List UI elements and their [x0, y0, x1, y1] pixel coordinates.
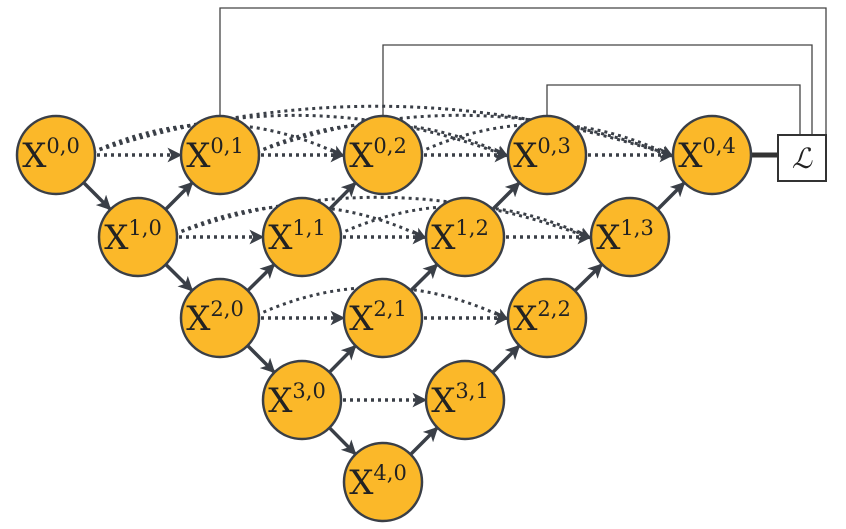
dense-skip-1-0-to-1-2 — [174, 204, 427, 240]
node-label: X0,4 — [678, 134, 736, 176]
node-circle — [261, 196, 343, 278]
deep-supervision-lines — [219, 7, 827, 135]
node-label: X0,3 — [513, 134, 571, 176]
nodes: X0,0X1,0X2,0X3,0X4,0 X0,1X1,1X2,1X3,1 X0,2… — [15, 114, 753, 523]
edge-2-1-to-1-2 — [408, 263, 439, 294]
dense-skip-0-2-to-0-4 — [419, 122, 674, 158]
node-x-0-3: X0,3 — [506, 114, 588, 196]
node-circle — [424, 359, 506, 441]
node-label: X4,0 — [349, 461, 407, 503]
node-label: X1,2 — [431, 216, 489, 258]
node-x-0-2: X0,2 — [342, 114, 424, 196]
dense-skip-0-0-to-0-2 — [92, 122, 345, 158]
node-label: X3,0 — [268, 379, 326, 421]
down-up-sampling-edges — [80, 179, 686, 458]
node-x-0-1: X0,1 — [179, 114, 261, 196]
edge-3-1-to-2-2 — [489, 344, 521, 376]
node-circle — [671, 114, 753, 196]
node-label: X1,0 — [104, 216, 162, 258]
node-circle — [261, 359, 343, 441]
edge-2-2-to-1-3 — [572, 263, 603, 294]
node-circle — [506, 277, 588, 359]
node-label: X0,2 — [349, 134, 407, 176]
edge-1-1-to-0-2 — [326, 181, 357, 212]
node-circle — [179, 114, 261, 196]
dense-skip-1-0-to-1-3 — [174, 195, 592, 241]
node-circle — [342, 114, 424, 196]
skip-connections — [97, 147, 675, 408]
edge-1-0-to-0-1 — [162, 181, 194, 213]
node-x-2-2: X2,2 — [506, 277, 588, 359]
loss-node: ℒ — [777, 134, 827, 182]
node-x-2-1: X2,1 — [342, 277, 424, 359]
node-x-4-0: X4,0 — [342, 441, 424, 523]
node-x-3-0: X3,0 — [261, 359, 343, 441]
loss-box — [777, 134, 827, 182]
node-x-1-3: X1,3 — [589, 196, 671, 278]
edge-3-0-to-2-1 — [326, 344, 357, 375]
node-x-1-0: X1,0 — [97, 196, 179, 278]
node-circle — [424, 196, 506, 278]
supervision-line-0-3 — [546, 84, 801, 135]
node-label: X2,2 — [513, 297, 571, 339]
node-circle — [589, 196, 671, 278]
dense-skip-1-1-to-1-3 — [338, 204, 592, 240]
node-label: X0,0 — [22, 134, 80, 176]
loss-label: ℒ — [792, 142, 813, 175]
dense-skip-0-1-to-0-4 — [256, 113, 674, 159]
edge-0-0-to-1-0 — [80, 179, 112, 211]
node-circle — [179, 277, 261, 359]
edge-1-0-to-2-0 — [163, 261, 194, 292]
node-label: X1,3 — [596, 216, 654, 258]
node-x-2-0: X2,0 — [179, 277, 261, 359]
dense-skip-0-1-to-0-3 — [256, 122, 509, 158]
node-x-1-2: X1,2 — [424, 196, 506, 278]
node-x-0-0: X0,0 — [15, 114, 97, 196]
supervision-line-0-1 — [219, 7, 827, 135]
edge-1-3-to-0-4 — [654, 181, 686, 213]
dense-skip-2-0-to-2-2 — [256, 285, 509, 321]
node-label: X0,1 — [186, 134, 244, 176]
node-circle — [342, 277, 424, 359]
node-label: X3,1 — [431, 379, 489, 421]
edge-3-0-to-4-0 — [326, 425, 357, 456]
node-x-1-1: X1,1 — [261, 196, 343, 278]
node-circle — [506, 114, 588, 196]
dense-skip-0-0-to-0-4 — [92, 104, 674, 159]
edge-1-2-to-0-3 — [489, 181, 521, 213]
node-circle — [342, 441, 424, 523]
node-x-3-1: X3,1 — [424, 359, 506, 441]
node-label: X2,0 — [186, 297, 244, 339]
node-circle — [97, 196, 179, 278]
edge-4-0-to-3-1 — [407, 426, 439, 458]
node-label: X2,1 — [349, 297, 407, 339]
dense-skip-connections — [92, 104, 674, 321]
node-circle — [15, 114, 97, 196]
supervision-line-0-2 — [382, 44, 813, 135]
edge-2-0-to-3-0 — [244, 342, 276, 374]
node-x-0-4: X0,4 — [671, 114, 753, 196]
node-label: X1,1 — [268, 216, 326, 258]
edge-2-0-to-1-1 — [245, 263, 276, 294]
